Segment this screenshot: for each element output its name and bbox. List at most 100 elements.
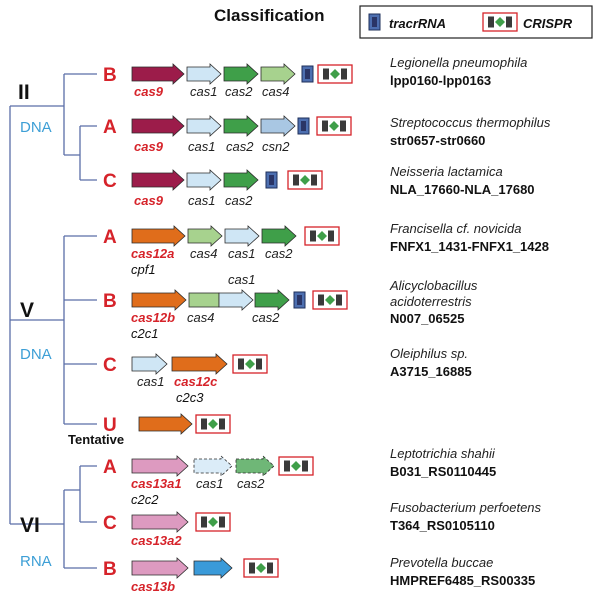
- gene-label: cas1: [228, 272, 255, 287]
- organism-name: Alicyclobacillus: [389, 278, 478, 293]
- effector-label: cas12c: [174, 374, 218, 389]
- locus-id: T364_RS0105110: [390, 518, 495, 533]
- cas4-cas1-fusion-part1: [188, 292, 220, 308]
- effector-label: cas13b: [131, 579, 175, 594]
- cas12-tentative-arrow: [138, 413, 193, 435]
- organism-name: Streptococcus thermophilus: [390, 115, 551, 130]
- organism-name: Prevotella buccae: [390, 555, 493, 570]
- effector-label: cas9: [134, 84, 164, 99]
- crispr-array-mark: [195, 512, 231, 532]
- cas4-cas1-fusion-part2: [218, 289, 254, 311]
- tree-class-vi: [24, 465, 97, 569]
- class-vi-molecule: RNA: [20, 553, 52, 570]
- tree-class-ii: [24, 73, 97, 181]
- cas2-arrow: [254, 289, 290, 311]
- cas4-arrow: [260, 63, 296, 85]
- cas2-arrow: [235, 455, 275, 477]
- classification-tree: [9, 73, 97, 569]
- locus-id: B031_RS0110445: [390, 464, 496, 479]
- cas1-arrow: [224, 225, 260, 247]
- alias-label: c2c3: [176, 390, 204, 405]
- cas13b-partner-arrow: [193, 557, 233, 579]
- subtype-letter: B: [103, 291, 117, 312]
- effector-label: cas13a2: [131, 533, 182, 548]
- cas2-arrow: [223, 169, 259, 191]
- tree-class-v: [24, 235, 97, 425]
- organism-name: Legionella pneumophila: [390, 55, 527, 70]
- gene-label: cas4: [190, 246, 217, 261]
- subtype-letter: C: [103, 513, 117, 534]
- csn2-arrow: [260, 115, 296, 137]
- effector-label: cas9: [134, 193, 164, 208]
- cas1-arrow: [186, 115, 222, 137]
- gene-label: csn2: [262, 139, 290, 154]
- organism-name: Leptotrichia shahii: [390, 446, 496, 461]
- crispr-array-mark: [243, 558, 279, 578]
- gene-arrows: [131, 63, 353, 579]
- gene-label: cas2: [265, 246, 293, 261]
- cas13a2-arrow: [131, 511, 189, 533]
- crispr-array-mark: [316, 116, 352, 136]
- class-ii-molecule: DNA: [20, 119, 52, 136]
- gene-label: cas2: [237, 476, 265, 491]
- crispr-array-mark: [312, 290, 348, 310]
- effector-label: cas12a: [131, 246, 174, 261]
- cas2-arrow: [223, 63, 259, 85]
- locus-id: A3715_16885: [390, 364, 472, 379]
- organism-name: Oleiphilus sp.: [390, 346, 468, 361]
- alias-label: c2c1: [131, 326, 158, 341]
- locus-id: str0657-str0660: [390, 133, 485, 148]
- class-v-label: V: [20, 299, 34, 322]
- gene-label: cas4: [262, 84, 289, 99]
- effector-label: cas12b: [131, 310, 175, 325]
- effector-label: cas13a1: [131, 476, 182, 491]
- cas2-arrow: [261, 225, 297, 247]
- gene-label: cas1: [190, 84, 217, 99]
- cas12c-arrow: [171, 353, 228, 375]
- organism-name: Fusobacterium perfoetens: [390, 500, 542, 515]
- alias-label: cpf1: [131, 262, 156, 277]
- subtype-letter: A: [103, 457, 117, 478]
- cas9-arrow: [131, 169, 185, 191]
- class-vi-label: VI: [20, 514, 40, 537]
- legend-tracr-label: tracrRNA: [389, 16, 446, 31]
- locus-id: lpp0160-lpp0163: [390, 73, 491, 88]
- legend-crispr-icon: [482, 12, 518, 32]
- cas4-arrow: [187, 225, 223, 247]
- cas9-arrow: [131, 115, 185, 137]
- cas13a1-arrow: [131, 455, 189, 477]
- gene-label: cas2: [225, 84, 253, 99]
- cas12b-arrow: [131, 289, 187, 311]
- locus-id: FNFX1_1431-FNFX1_1428: [390, 239, 549, 254]
- tentative-label: Tentative: [68, 432, 124, 447]
- cas13b-arrow: [131, 557, 189, 579]
- cas1-arrow: [131, 353, 168, 375]
- subtype-letter: B: [103, 65, 117, 86]
- diagram-title: Classification: [214, 6, 325, 25]
- tree-root: [9, 105, 24, 525]
- cas1-arrow: [186, 63, 222, 85]
- gene-label: cas1: [196, 476, 223, 491]
- crispr-array-mark: [195, 414, 231, 434]
- crispr-array-mark: [287, 170, 323, 190]
- gene-label: cas4: [187, 310, 214, 325]
- gene-label: cas1: [137, 374, 164, 389]
- gene-label: cas1: [188, 193, 215, 208]
- tracr-rna-mark: [297, 117, 310, 135]
- gene-label: cas1: [188, 139, 215, 154]
- gene-label: cas2: [225, 193, 253, 208]
- crispr-array-mark: [278, 456, 314, 476]
- locus-id: NLA_17660-NLA_17680: [390, 182, 535, 197]
- tracr-rna-mark: [301, 65, 314, 83]
- cas1-arrow: [186, 169, 222, 191]
- organism-name: Neisseria lactamica: [390, 164, 503, 179]
- gene-label: cas2: [226, 139, 254, 154]
- tracr-rna-mark: [265, 171, 278, 189]
- organism-name: Francisella cf. novicida: [390, 221, 522, 236]
- effector-label: cas9: [134, 139, 164, 154]
- gene-label: cas2: [252, 310, 280, 325]
- class-v-molecule: DNA: [20, 346, 52, 363]
- subtype-letter: B: [103, 559, 117, 580]
- legend-tracr-icon: [368, 13, 381, 31]
